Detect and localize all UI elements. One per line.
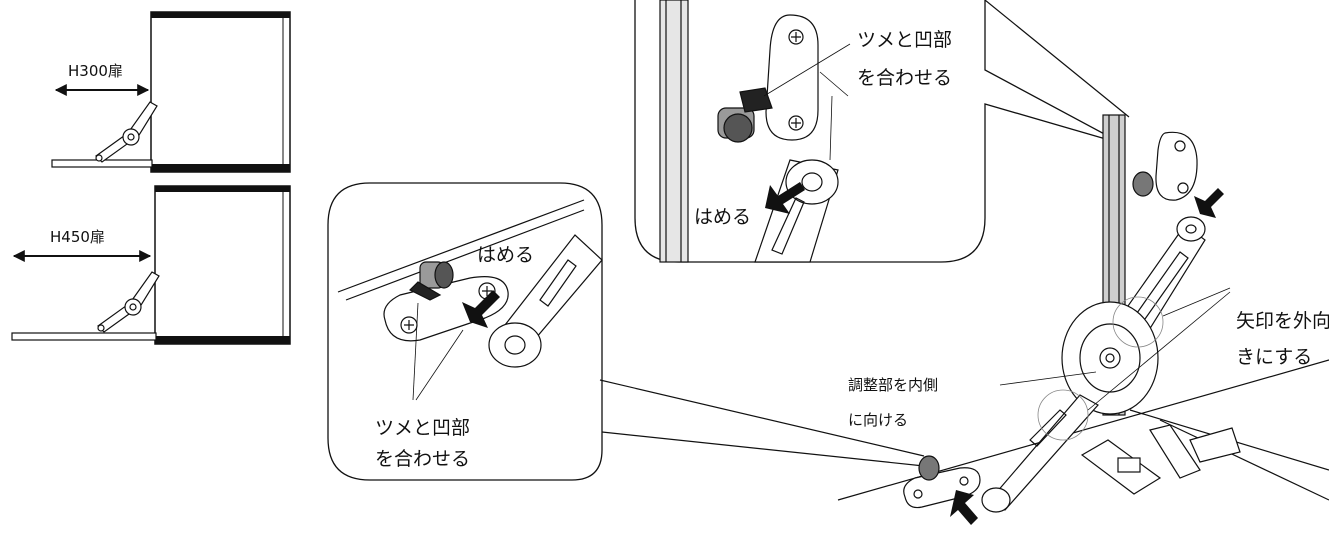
h450-label: H450扉: [50, 228, 105, 246]
main-assembly: [837, 114, 1329, 513]
stay-hinge-h300: [95, 101, 158, 163]
align-label-top-line1: ツメと凹部: [857, 29, 953, 51]
insert-label-top: はめる: [694, 206, 752, 228]
arrow-outward-label-line2: きにする: [1236, 346, 1313, 368]
align-label-left-line2: を合わせる: [375, 448, 471, 470]
callout-bubble-left: [327, 182, 925, 481]
adjust-label-line2: に向ける: [848, 411, 909, 429]
insert-arrow-upper-main: [1194, 188, 1224, 218]
stay-hinge-h450: [97, 271, 160, 333]
insert-arrow-top: [765, 182, 805, 214]
cabinet-h450: [11, 185, 291, 345]
callout-top-artwork: [659, 0, 851, 263]
align-label-left-line1: ツメと凹部: [375, 417, 471, 439]
h300-label: H300扉: [68, 62, 123, 80]
insert-arrow-lower-main: [950, 490, 978, 525]
insert-arrow-left: [462, 290, 500, 328]
cabinet-h300: [51, 11, 291, 173]
insert-label-left: はめる: [477, 244, 535, 266]
callout-left-artwork: [337, 199, 603, 401]
align-label-top-line2: を合わせる: [857, 67, 953, 89]
callout-bubble-top: [634, 0, 1130, 263]
adjust-label-line1: 調整部を内側: [848, 376, 939, 394]
arrow-outward-label-line1: 矢印を外向: [1236, 310, 1329, 332]
